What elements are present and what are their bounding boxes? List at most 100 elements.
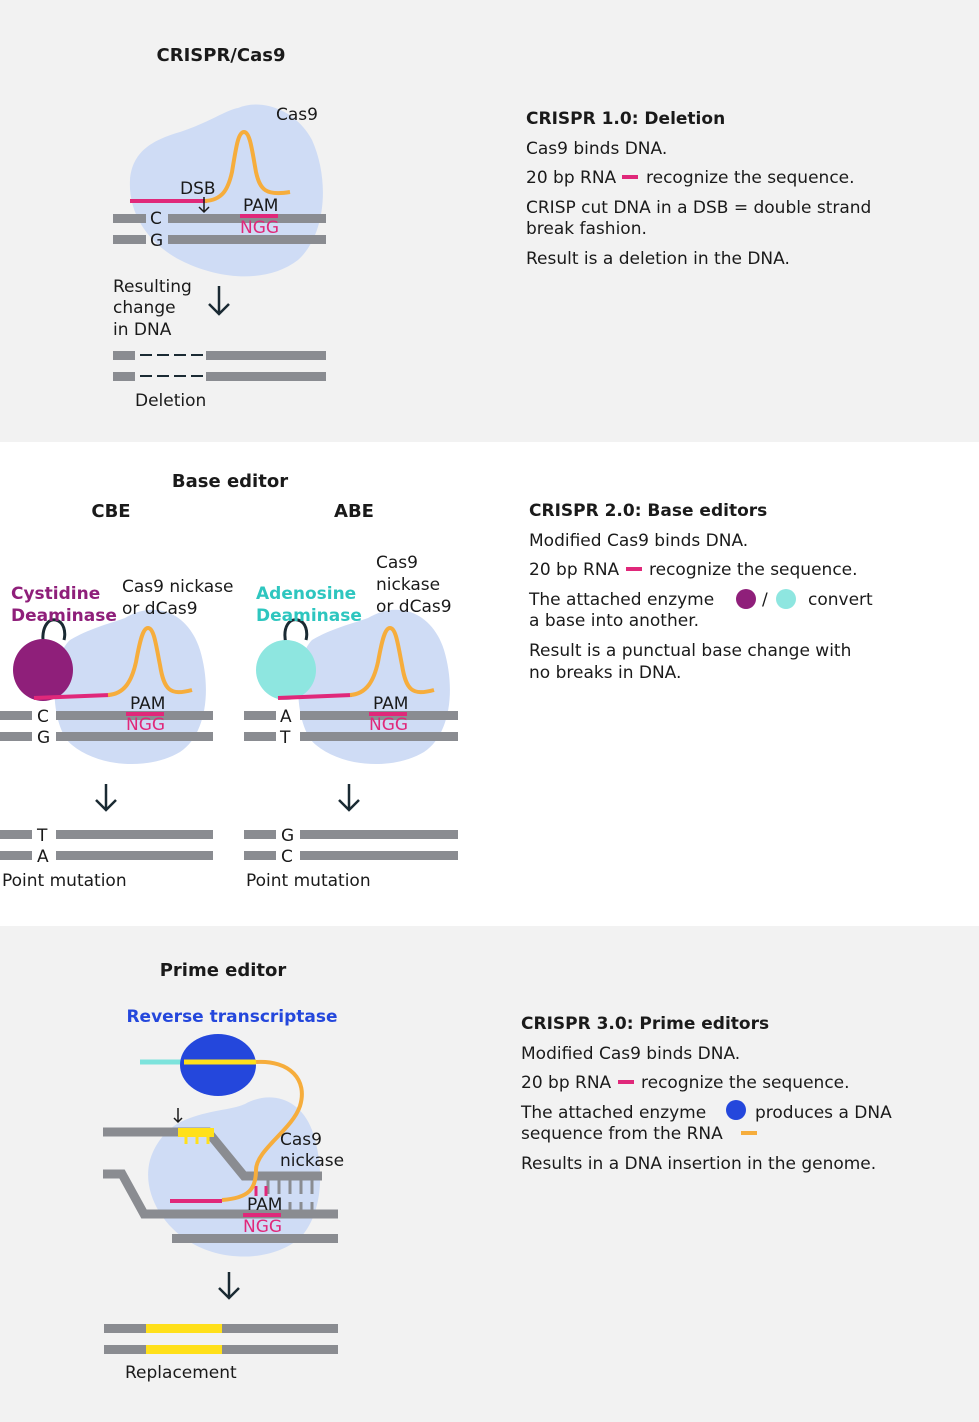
abe-result-top-left: [244, 830, 276, 839]
dna-strand-bottom-right: [168, 235, 326, 244]
adenosine-swatch-icon: [776, 589, 796, 609]
cytidine-swatch-icon: [736, 589, 756, 609]
dna-top-strand: [103, 1127, 322, 1181]
pam-label: PAM: [243, 196, 278, 216]
cytidine-label-1: Cystidine: [11, 584, 100, 604]
dna-strand-top-left: [113, 214, 146, 223]
dna-flap-strand: [103, 1169, 338, 1219]
s3-desc-l2b: recognize the sequence.: [641, 1073, 850, 1093]
cbe-guide-rna: [33, 693, 111, 700]
s2-desc-l1: Modified Cas9 binds DNA.: [529, 531, 748, 551]
cbe-dna-bottom-left: [0, 732, 32, 741]
cytidine-deaminase-icon: [13, 639, 73, 701]
abe-guide-rna: [277, 693, 353, 700]
cbe-tether: [41, 618, 67, 649]
result-label-2: change: [113, 298, 176, 318]
cas9-label: Cas9: [276, 105, 318, 125]
result-label-1: Resulting: [113, 277, 192, 297]
s3-title: Prime editor: [160, 960, 287, 981]
s3-desc-title: CRISPR 3.0: Prime editors: [521, 1014, 769, 1034]
adenosine-label-1: Adenosine: [256, 584, 356, 604]
cbe-dna-bottom-right: [56, 732, 213, 741]
result-strand-top-left: [113, 351, 135, 360]
s3-desc-l3a: The attached enzyme: [520, 1103, 706, 1123]
abe-base-bottom: T: [279, 728, 291, 748]
s2-desc-l2a: 20 bp RNA: [529, 560, 620, 580]
prime-pam-label: PAM: [247, 1195, 282, 1215]
base-bottom: G: [150, 231, 163, 251]
deletion-label: Deletion: [135, 391, 206, 411]
prime-cas9-label-2: nickase: [280, 1151, 344, 1171]
rt-swatch-icon: [726, 1100, 746, 1120]
cbe-title: CBE: [91, 501, 130, 522]
abe-tether: [283, 618, 309, 645]
abe-result-bottom: C: [281, 847, 293, 867]
abe-cas9-blob: [298, 609, 450, 765]
s1-desc-l2b: recognize the sequence.: [646, 168, 855, 188]
result-strand-bottom-left: [113, 372, 135, 381]
replacement-label: Replacement: [125, 1363, 237, 1383]
replacement-insert-bottom: [146, 1345, 222, 1354]
cbe-result-bottom-left: [0, 851, 32, 860]
section-crispr-1: CRISPR/Cas9 Cas9 C G DSB PAM NGG Resulti…: [0, 0, 979, 442]
prime-ngg-label: NGG: [243, 1217, 282, 1237]
result-strand-top-right: [206, 351, 326, 360]
rt-template-teeth: [266, 1180, 314, 1212]
cbe-result-top-right: [56, 830, 213, 839]
s1-desc-l3b: break fashion.: [526, 219, 647, 239]
cas9-loop: [204, 129, 291, 203]
abe-result-top-right: [300, 830, 458, 839]
adenosine-deaminase-icon: [256, 640, 316, 700]
cbe-base-top: C: [37, 707, 49, 727]
s3-desc-l1: Modified Cas9 binds DNA.: [521, 1044, 740, 1064]
cbe-result-bottom: A: [37, 847, 49, 867]
s3-rna-swatch: [618, 1080, 634, 1084]
s2-desc-l3c: a base into another.: [529, 611, 699, 631]
abe-dna-top-left: [244, 711, 276, 720]
abe-dna-bottom-left: [244, 732, 276, 741]
s2-desc-l2b: recognize the sequence.: [649, 560, 858, 580]
down-arrow-icon: [208, 286, 230, 316]
cbe-pam-label: PAM: [130, 694, 165, 714]
dsb-arrow: [198, 197, 210, 214]
cbe-cas9-label-1: Cas9 nickase: [122, 577, 234, 597]
cytidine-label-2: Deaminase: [11, 606, 117, 626]
cbe-cas9-label-2: or dCas9: [122, 599, 198, 619]
adenosine-label-2: Deaminase: [256, 606, 362, 626]
s3-desc-l4: Results in a DNA insertion in the genome…: [521, 1154, 876, 1174]
section-crispr-2: Base editor CBE ABE C G PAM NGG Cystidin…: [0, 471, 873, 891]
abe-dna-bottom-right: [300, 732, 458, 741]
rna-swatch: [622, 175, 638, 179]
s3-desc-l3b: produces a DNA: [755, 1103, 892, 1123]
cbe-result-top-left: [0, 830, 32, 839]
edit-segment-top: [178, 1128, 214, 1137]
abe-cas9-label-2: nickase: [376, 575, 440, 595]
cbe-down-arrow-icon: [95, 784, 117, 812]
s2-desc-l3a: The attached enzyme: [528, 590, 714, 610]
abe-title: ABE: [334, 501, 374, 522]
abe-cas9-label-3: or dCas9: [376, 597, 452, 617]
s3-desc-l3c: sequence from the RNA: [521, 1124, 723, 1144]
prime-down-arrow-icon: [218, 1272, 240, 1300]
s1-desc-l4: Result is a deletion in the DNA.: [526, 249, 790, 269]
rna-yellow-swatch: [741, 1131, 757, 1135]
s3-desc-l2a: 20 bp RNA: [521, 1073, 612, 1093]
nick-arrow: [173, 1108, 183, 1124]
result-label-3: in DNA: [113, 320, 172, 340]
prime-loop: [221, 1059, 304, 1202]
s1-desc-title: CRISPR 1.0: Deletion: [526, 109, 725, 129]
section-crispr-3: Prime editor Reverse transcriptase Cas9 …: [0, 926, 979, 1422]
cbe-cas9-blob: [54, 609, 206, 765]
prime-cas9-label-1: Cas9: [280, 1130, 322, 1150]
abe-cas9-label-1: Cas9: [376, 553, 418, 573]
s2-desc-slash: /: [762, 590, 768, 610]
dsb-label: DSB: [180, 179, 216, 199]
dna-strand-bottom-left: [113, 235, 146, 244]
abe-pam-bar: [369, 712, 407, 716]
reverse-transcriptase-icon: [180, 1034, 256, 1096]
abe-result-top: G: [281, 826, 294, 846]
abe-down-arrow-icon: [338, 784, 360, 812]
s1-desc-l1: Cas9 binds DNA.: [526, 139, 667, 159]
s2-desc-l3b: convert: [808, 590, 873, 610]
